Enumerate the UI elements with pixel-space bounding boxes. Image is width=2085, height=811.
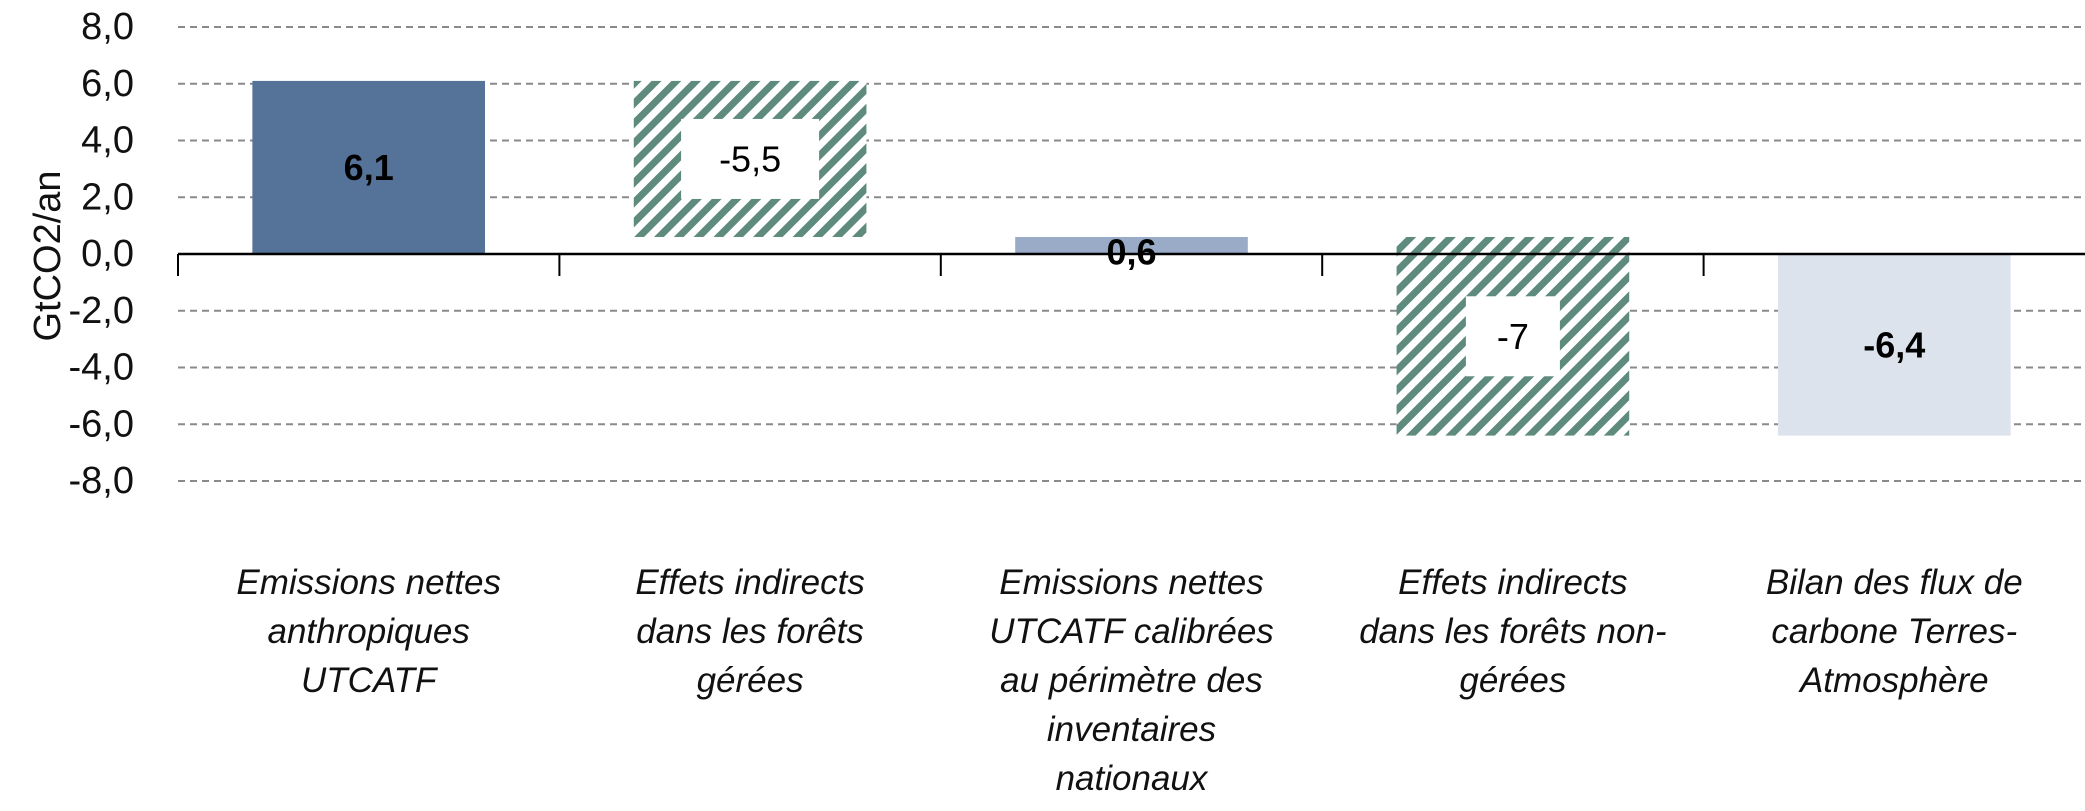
x-category-label: Emissions nettes (999, 563, 1264, 602)
y-axis-title: GtCO2/an (27, 170, 69, 341)
data-label: -6,4 (1863, 324, 1925, 365)
y-tick-label: -2,0 (69, 290, 134, 332)
x-category-label: dans les forêts (636, 612, 864, 651)
x-category-label: UTCATF calibrées (989, 612, 1274, 651)
data-label: 6,1 (344, 147, 394, 188)
x-category-label: gérées (1459, 661, 1566, 700)
x-category-label: au périmètre des (1000, 661, 1263, 700)
x-category-label: Effets indirects (635, 563, 865, 602)
bar (1015, 236, 1248, 254)
data-label: -7 (1497, 316, 1529, 357)
x-category-label: inventaires (1047, 710, 1216, 749)
x-category-label: carbone Terres- (1771, 612, 2017, 651)
y-tick-label: -4,0 (69, 347, 134, 389)
data-label-box (681, 118, 820, 199)
x-category-label: dans les forêts non- (1359, 612, 1666, 651)
y-tick-label: -6,0 (69, 403, 134, 445)
x-category-label: Bilan des flux de (1766, 563, 2023, 602)
y-tick-label: 2,0 (81, 176, 134, 218)
data-label-box (1465, 296, 1560, 377)
x-category-label: anthropiques (268, 612, 470, 651)
y-tick-label: -8,0 (69, 460, 134, 502)
data-label: 0,6 (1106, 232, 1156, 273)
y-tick-label: 0,0 (81, 233, 134, 275)
bar (1777, 254, 2011, 436)
y-tick-label: 8,0 (81, 6, 134, 48)
data-label: -5,5 (719, 138, 781, 179)
y-tick-label: 6,0 (81, 63, 134, 105)
x-category-label: Emissions nettes (236, 563, 501, 602)
x-category-label: UTCATF (301, 661, 439, 700)
y-tick-label: 4,0 (81, 120, 134, 162)
x-category-label: gérées (697, 661, 804, 700)
x-category-label: nationaux (1056, 759, 1209, 798)
x-category-label: Atmosphère (1798, 661, 1989, 700)
x-category-label: Effets indirects (1398, 563, 1628, 602)
bar (252, 80, 486, 254)
